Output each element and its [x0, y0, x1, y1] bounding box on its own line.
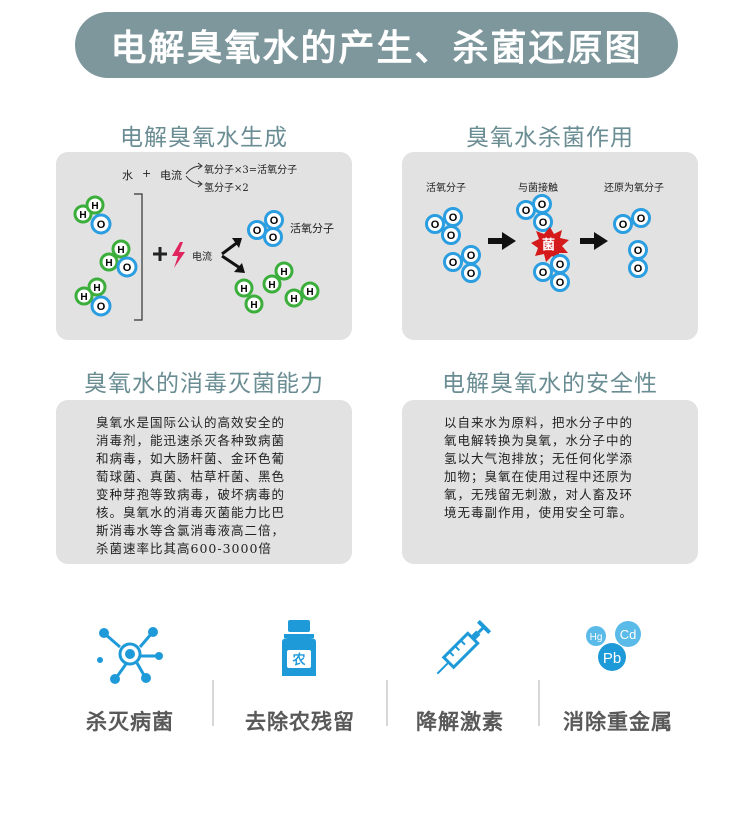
- divider: [538, 680, 540, 726]
- heavy-metal-icon: Hg Cd Pb: [586, 621, 641, 671]
- disinfection-panel: 臭氧水是国际公认的高效安全的 消毒剂，能迅速杀灭各种致病菌 和病毒，如大肠杆菌、…: [56, 400, 352, 564]
- svg-text:H: H: [79, 210, 86, 221]
- svg-text:O: O: [556, 277, 565, 289]
- feature-label-pesticide: 去除农残留: [245, 710, 355, 734]
- active-oxygen-label: 活氧分子: [290, 222, 334, 235]
- section-title-sterilization: 臭氧水杀菌作用: [466, 125, 634, 151]
- page-title: 电解臭氧水的产生、杀菌还原图: [75, 12, 678, 78]
- svg-text:H: H: [105, 258, 112, 269]
- current-label: 电流: [160, 169, 182, 182]
- product-hydrogen-label: 氢分子×2: [204, 183, 249, 194]
- pb-label: Pb: [603, 650, 621, 667]
- sterilization-panel: 活氧分子 与菌接触 还原为氧分子 O O O O O O O O O 菌 O: [402, 152, 698, 340]
- svg-text:H: H: [280, 267, 287, 278]
- oxygen-molecule-icon: O O: [613, 208, 651, 234]
- generation-panel: 水 + 电流 氧分子×3=活氧分子 氢分子×2 H H O H H O H H …: [56, 152, 352, 340]
- svg-text:O: O: [253, 225, 262, 237]
- step-contact-label: 与菌接触: [518, 183, 558, 194]
- plus-label: +: [142, 167, 152, 180]
- svg-text:H: H: [306, 287, 313, 298]
- svg-text:O: O: [539, 267, 548, 279]
- bacteria-burst-icon: [531, 227, 569, 262]
- section-title-generation: 电解臭氧水生成: [120, 125, 288, 151]
- svg-text:O: O: [449, 212, 458, 224]
- svg-text:O: O: [431, 219, 440, 231]
- hydrogen-molecule-icon: H H: [234, 278, 264, 314]
- arrow-right-icon: [488, 232, 516, 250]
- arrow-right-icon: [580, 232, 608, 250]
- water-molecule-icon: H H O: [74, 277, 112, 317]
- disinfection-text: 臭氧水是国际公认的高效安全的 消毒剂，能迅速杀灭各种致病菌 和病毒，如大肠杆菌、…: [96, 415, 286, 556]
- syringe-icon: [436, 620, 492, 675]
- svg-text:O: O: [634, 263, 643, 275]
- section-title-disinfection: 臭氧水的消毒灭菌能力: [84, 371, 324, 397]
- svg-text:H: H: [268, 280, 275, 291]
- ozone-molecule-icon: O O O: [443, 245, 481, 283]
- svg-text:O: O: [556, 259, 565, 271]
- svg-text:H: H: [91, 201, 98, 212]
- step-active-oxygen-label: 活氧分子: [426, 183, 466, 194]
- safety-panel: 以自来水为原料，把水分子中的 氧电解转换为臭氧，水分子中的 氢以大气泡排放；无任…: [402, 400, 698, 564]
- hydrogen-molecule-icon: H H: [284, 281, 320, 308]
- cd-label: Cd: [620, 627, 637, 642]
- divider: [386, 680, 388, 726]
- svg-text:O: O: [522, 205, 531, 217]
- feature-label-hormone: 降解激素: [416, 710, 504, 734]
- svg-text:H: H: [290, 294, 297, 305]
- lightning-icon: [153, 242, 185, 268]
- step-reduce-label: 还原为氧分子: [604, 183, 664, 194]
- bracket-icon: [134, 193, 143, 321]
- svg-text:H: H: [250, 300, 257, 311]
- pesticide-label: 农: [291, 652, 305, 668]
- bacteria-label: 菌: [542, 238, 556, 253]
- hydrogen-molecule-icon: H H: [262, 261, 294, 294]
- feature-label-kill-bacteria: 杀灭病菌: [86, 710, 174, 734]
- water-molecule-icon: H H O: [73, 195, 112, 235]
- svg-text:O: O: [123, 262, 132, 274]
- section-title-safety: 电解臭氧水的安全性: [442, 371, 658, 397]
- feature-label-heavy-metal: 消除重金属: [563, 710, 673, 734]
- svg-text:O: O: [634, 245, 643, 257]
- arrow-down-right-icon: [221, 254, 245, 273]
- svg-text:O: O: [97, 301, 106, 313]
- oxygen-molecule-icon: O O: [628, 240, 648, 278]
- svg-text:H: H: [93, 283, 100, 294]
- svg-text:O: O: [619, 219, 628, 231]
- svg-text:O: O: [467, 250, 476, 262]
- pesticide-bottle-icon: 农: [282, 620, 316, 676]
- current-mid-label: 电流: [192, 252, 212, 263]
- ozone-molecule-icon: O O O: [516, 194, 553, 232]
- ozone-molecule-icon: O O O: [425, 207, 463, 245]
- safety-text: 以自来水为原料，把水分子中的 氧电解转换为臭氧，水分子中的 氢以大气泡排放；无任…: [444, 415, 634, 520]
- svg-text:O: O: [269, 232, 278, 244]
- divider: [212, 680, 214, 726]
- svg-text:H: H: [240, 284, 247, 295]
- ozone-molecule-icon: O O O: [533, 254, 570, 292]
- ozone-molecule-icon: O O O: [247, 210, 284, 247]
- svg-text:H: H: [80, 292, 87, 303]
- split-arrow-icon: [185, 162, 203, 188]
- water-molecule-icon: H H O: [99, 239, 138, 278]
- product-oxygen-label: 氧分子×3=活氧分子: [204, 165, 298, 176]
- svg-text:O: O: [539, 217, 548, 229]
- water-label: 水: [122, 169, 133, 182]
- svg-text:H: H: [117, 245, 124, 256]
- svg-text:O: O: [447, 230, 456, 242]
- virus-icon: [97, 627, 163, 684]
- svg-text:O: O: [538, 199, 547, 211]
- svg-text:O: O: [467, 268, 476, 280]
- svg-text:O: O: [270, 215, 279, 227]
- arrow-up-right-icon: [221, 238, 242, 256]
- svg-text:O: O: [449, 257, 458, 269]
- svg-text:O: O: [97, 219, 106, 231]
- svg-text:O: O: [637, 213, 646, 225]
- hg-label: Hg: [590, 632, 603, 643]
